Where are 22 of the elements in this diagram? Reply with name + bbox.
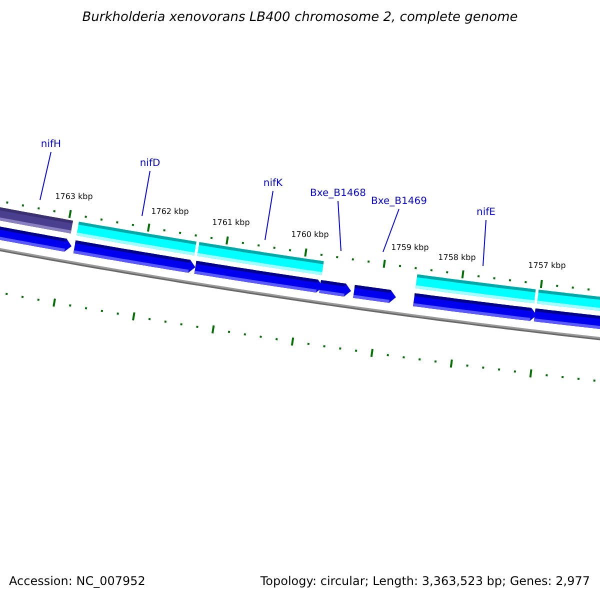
gene-label: nifE xyxy=(476,207,496,219)
leader-line xyxy=(482,220,486,266)
title: Burkholderia xenovorans LB400 chromosome 2, complete genome xyxy=(81,10,519,25)
leader-line xyxy=(338,200,342,252)
scale-label: 1757 kbp xyxy=(528,261,566,271)
gene-label: Bxe_B1468 xyxy=(310,188,366,200)
gene-label: Bxe_B1469 xyxy=(371,196,427,208)
scale-label: 1762 kbp xyxy=(151,207,189,217)
leader-line xyxy=(264,190,274,240)
scale-label: 1763 kbp xyxy=(55,192,93,202)
gene-label: nifH xyxy=(40,139,62,151)
scale-label: 1760 kbp xyxy=(291,230,329,240)
leader-line xyxy=(382,208,400,252)
accession-text: Accession: NC_007952 xyxy=(9,574,146,589)
genome-info-text: Topology: circular; Length: 3,363,523 bp; Genes: 2,977 xyxy=(260,574,590,589)
scale-label: 1759 kbp xyxy=(391,243,429,253)
gene-label: nifK xyxy=(263,178,283,190)
gene-label: nifD xyxy=(140,158,160,170)
scale-label: 1758 kbp xyxy=(438,253,476,263)
scale-label: 1761 kbp xyxy=(212,218,250,228)
leader-line xyxy=(40,152,52,200)
leader-line xyxy=(142,170,150,216)
